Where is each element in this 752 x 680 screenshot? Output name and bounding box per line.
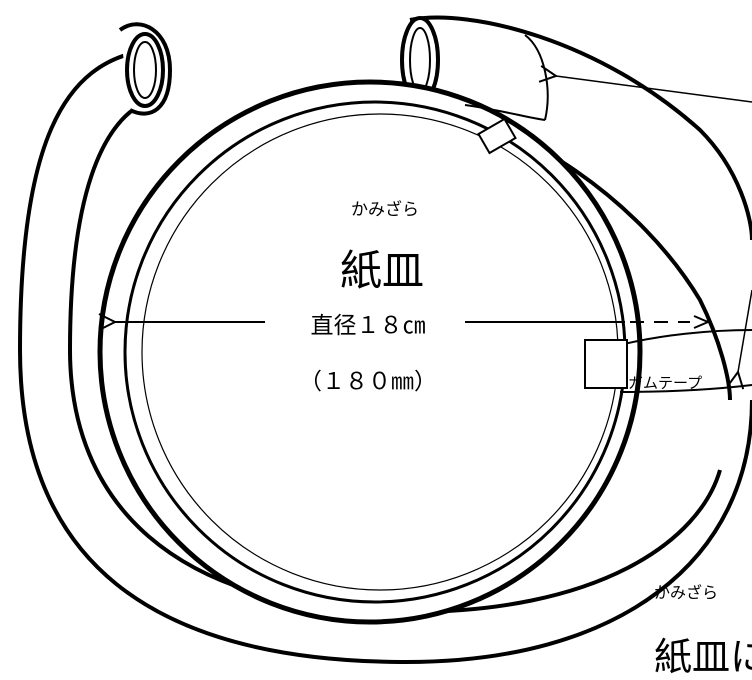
arrow-to-right-tape: [738, 289, 752, 372]
diameter-mm-label: （１８０㎜）: [299, 369, 437, 395]
plate-center: [141, 113, 619, 591]
arrow-to-top-tape: [556, 76, 752, 103]
diameter-dashed-arrowhead: [693, 315, 711, 329]
bottom-ruby: かみざら: [654, 583, 718, 602]
plate-title: 紙皿: [340, 246, 424, 295]
diameter-label: 直径１８㎝: [311, 313, 426, 339]
rolled-tube-inner: [67, 98, 722, 615]
tape-band-top: [464, 34, 549, 121]
bottom-text: 紙皿に: [654, 635, 752, 675]
tube-end-left: [118, 22, 173, 116]
tape-piece-right: [584, 339, 628, 389]
tape-piece-top: [477, 117, 517, 155]
tape-label: ガムテープ: [628, 374, 702, 392]
rolled-tube-outer: [17, 48, 752, 665]
plate-ruby: かみざら: [351, 199, 419, 220]
